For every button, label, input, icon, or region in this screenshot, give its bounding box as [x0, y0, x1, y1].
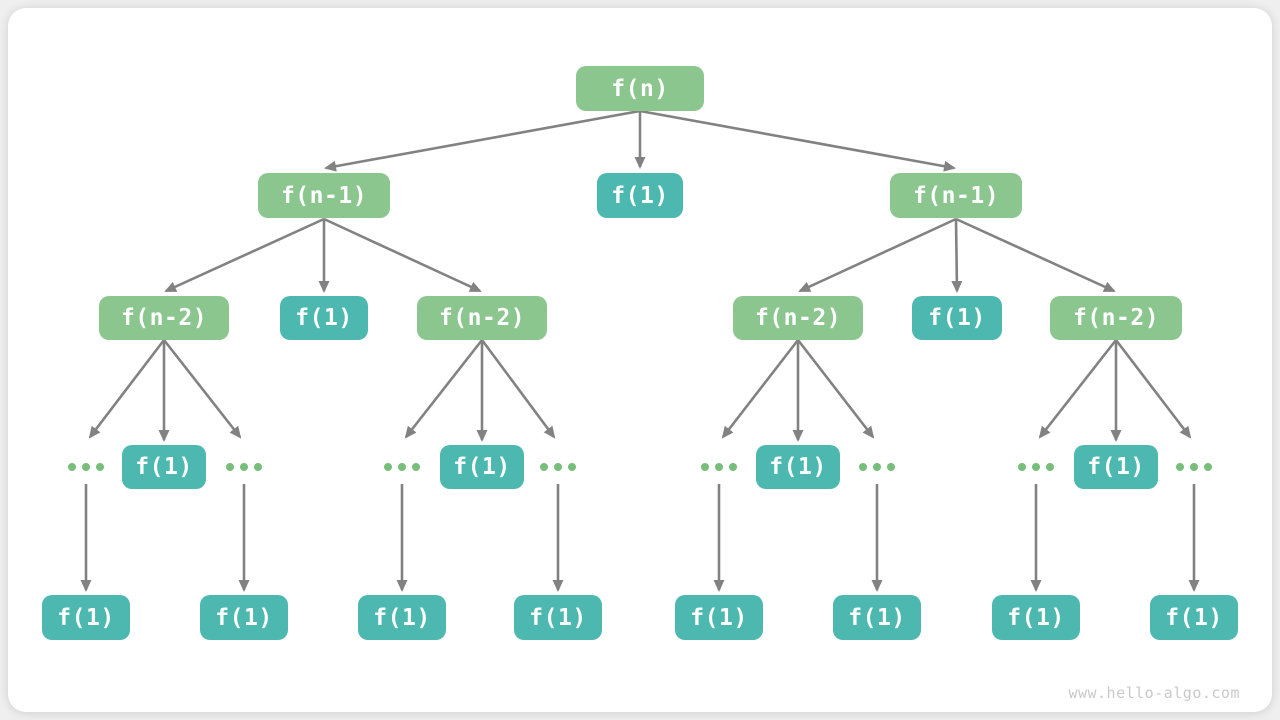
tree-edge-arrow	[164, 217, 325, 293]
tree-node-l5-6: f(1)	[833, 595, 921, 640]
tree-node-l5-2: f(1)	[200, 595, 288, 640]
tree-node-l4-1: f(1)	[122, 445, 206, 489]
ellipsis-dot-icon	[554, 463, 562, 471]
ellipsis-dot-icon	[729, 463, 737, 471]
tree-node-l4-2: f(1)	[440, 445, 524, 489]
ellipsis-dots-2	[226, 462, 262, 472]
tree-node-l5-1: f(1)	[42, 595, 130, 640]
tree-edge-arrow	[951, 218, 963, 293]
tree-edge-arrow	[796, 339, 875, 439]
ellipsis-dot-icon	[240, 463, 248, 471]
ellipsis-dot-icon	[68, 463, 76, 471]
tree-edge-arrow	[88, 339, 166, 439]
ellipsis-dots-5	[701, 462, 737, 472]
tree-node-root: f(n)	[576, 66, 704, 111]
ellipsis-dots-7	[1018, 462, 1054, 472]
ellipsis-dots-3	[384, 462, 420, 472]
ellipsis-dot-icon	[715, 463, 723, 471]
tree-node-l5-7: f(1)	[992, 595, 1080, 640]
tree-node-l2-right: f(n-1)	[890, 173, 1022, 218]
tree-node-l5-3: f(1)	[358, 595, 446, 640]
ellipsis-dot-icon	[887, 463, 895, 471]
ellipsis-dot-icon	[226, 463, 234, 471]
ellipsis-dot-icon	[701, 463, 709, 471]
tree-edge-arrow	[162, 339, 242, 439]
tree-node-l3-3: f(n-2)	[417, 296, 547, 340]
tree-node-l3-4: f(n-2)	[733, 296, 863, 340]
tree-edge-arrow	[639, 109, 956, 172]
ellipsis-dot-icon	[568, 463, 576, 471]
tree-node-l2-mid: f(1)	[597, 173, 683, 218]
tree-edge-arrow	[324, 109, 641, 172]
ellipsis-dot-icon	[254, 463, 262, 471]
ellipsis-dot-icon	[1018, 463, 1026, 471]
ellipsis-dots-8	[1176, 462, 1212, 472]
watermark-text: www.hello-algo.com	[1068, 684, 1240, 702]
ellipsis-dot-icon	[1046, 463, 1054, 471]
tree-node-l3-6: f(n-2)	[1050, 296, 1182, 340]
tree-edge-arrow	[404, 339, 484, 439]
tree-edge-arrow	[798, 217, 957, 293]
ellipsis-dot-icon	[412, 463, 420, 471]
ellipsis-dot-icon	[1204, 463, 1212, 471]
ellipsis-dot-icon	[82, 463, 90, 471]
tree-node-l3-5: f(1)	[912, 296, 1002, 340]
ellipsis-dots-6	[859, 462, 895, 472]
ellipsis-dot-icon	[1176, 463, 1184, 471]
ellipsis-dot-icon	[398, 463, 406, 471]
tree-edge-arrow	[955, 217, 1116, 293]
tree-node-l3-2: f(1)	[280, 296, 368, 340]
tree-node-l2-left: f(n-1)	[258, 173, 390, 218]
ellipsis-dot-icon	[873, 463, 881, 471]
ellipsis-dot-icon	[1032, 463, 1040, 471]
tree-edge-arrow	[1038, 339, 1118, 439]
tree-edge-arrow	[1114, 339, 1192, 439]
ellipsis-dots-4	[540, 462, 576, 472]
ellipsis-dots-1	[68, 462, 104, 472]
ellipsis-dot-icon	[859, 463, 867, 471]
tree-node-l5-8: f(1)	[1150, 595, 1238, 640]
tree-node-l5-4: f(1)	[514, 595, 602, 640]
ellipsis-dot-icon	[1190, 463, 1198, 471]
tree-edge-arrow	[323, 217, 482, 293]
ellipsis-dot-icon	[96, 463, 104, 471]
tree-node-l4-4: f(1)	[1074, 445, 1158, 489]
ellipsis-dot-icon	[384, 463, 392, 471]
tree-edge-arrow	[480, 339, 556, 439]
tree-node-l5-5: f(1)	[675, 595, 763, 640]
tree-node-l3-1: f(n-2)	[99, 296, 229, 340]
tree-edge-arrow	[721, 339, 800, 439]
ellipsis-dot-icon	[540, 463, 548, 471]
tree-node-l4-3: f(1)	[756, 445, 840, 489]
